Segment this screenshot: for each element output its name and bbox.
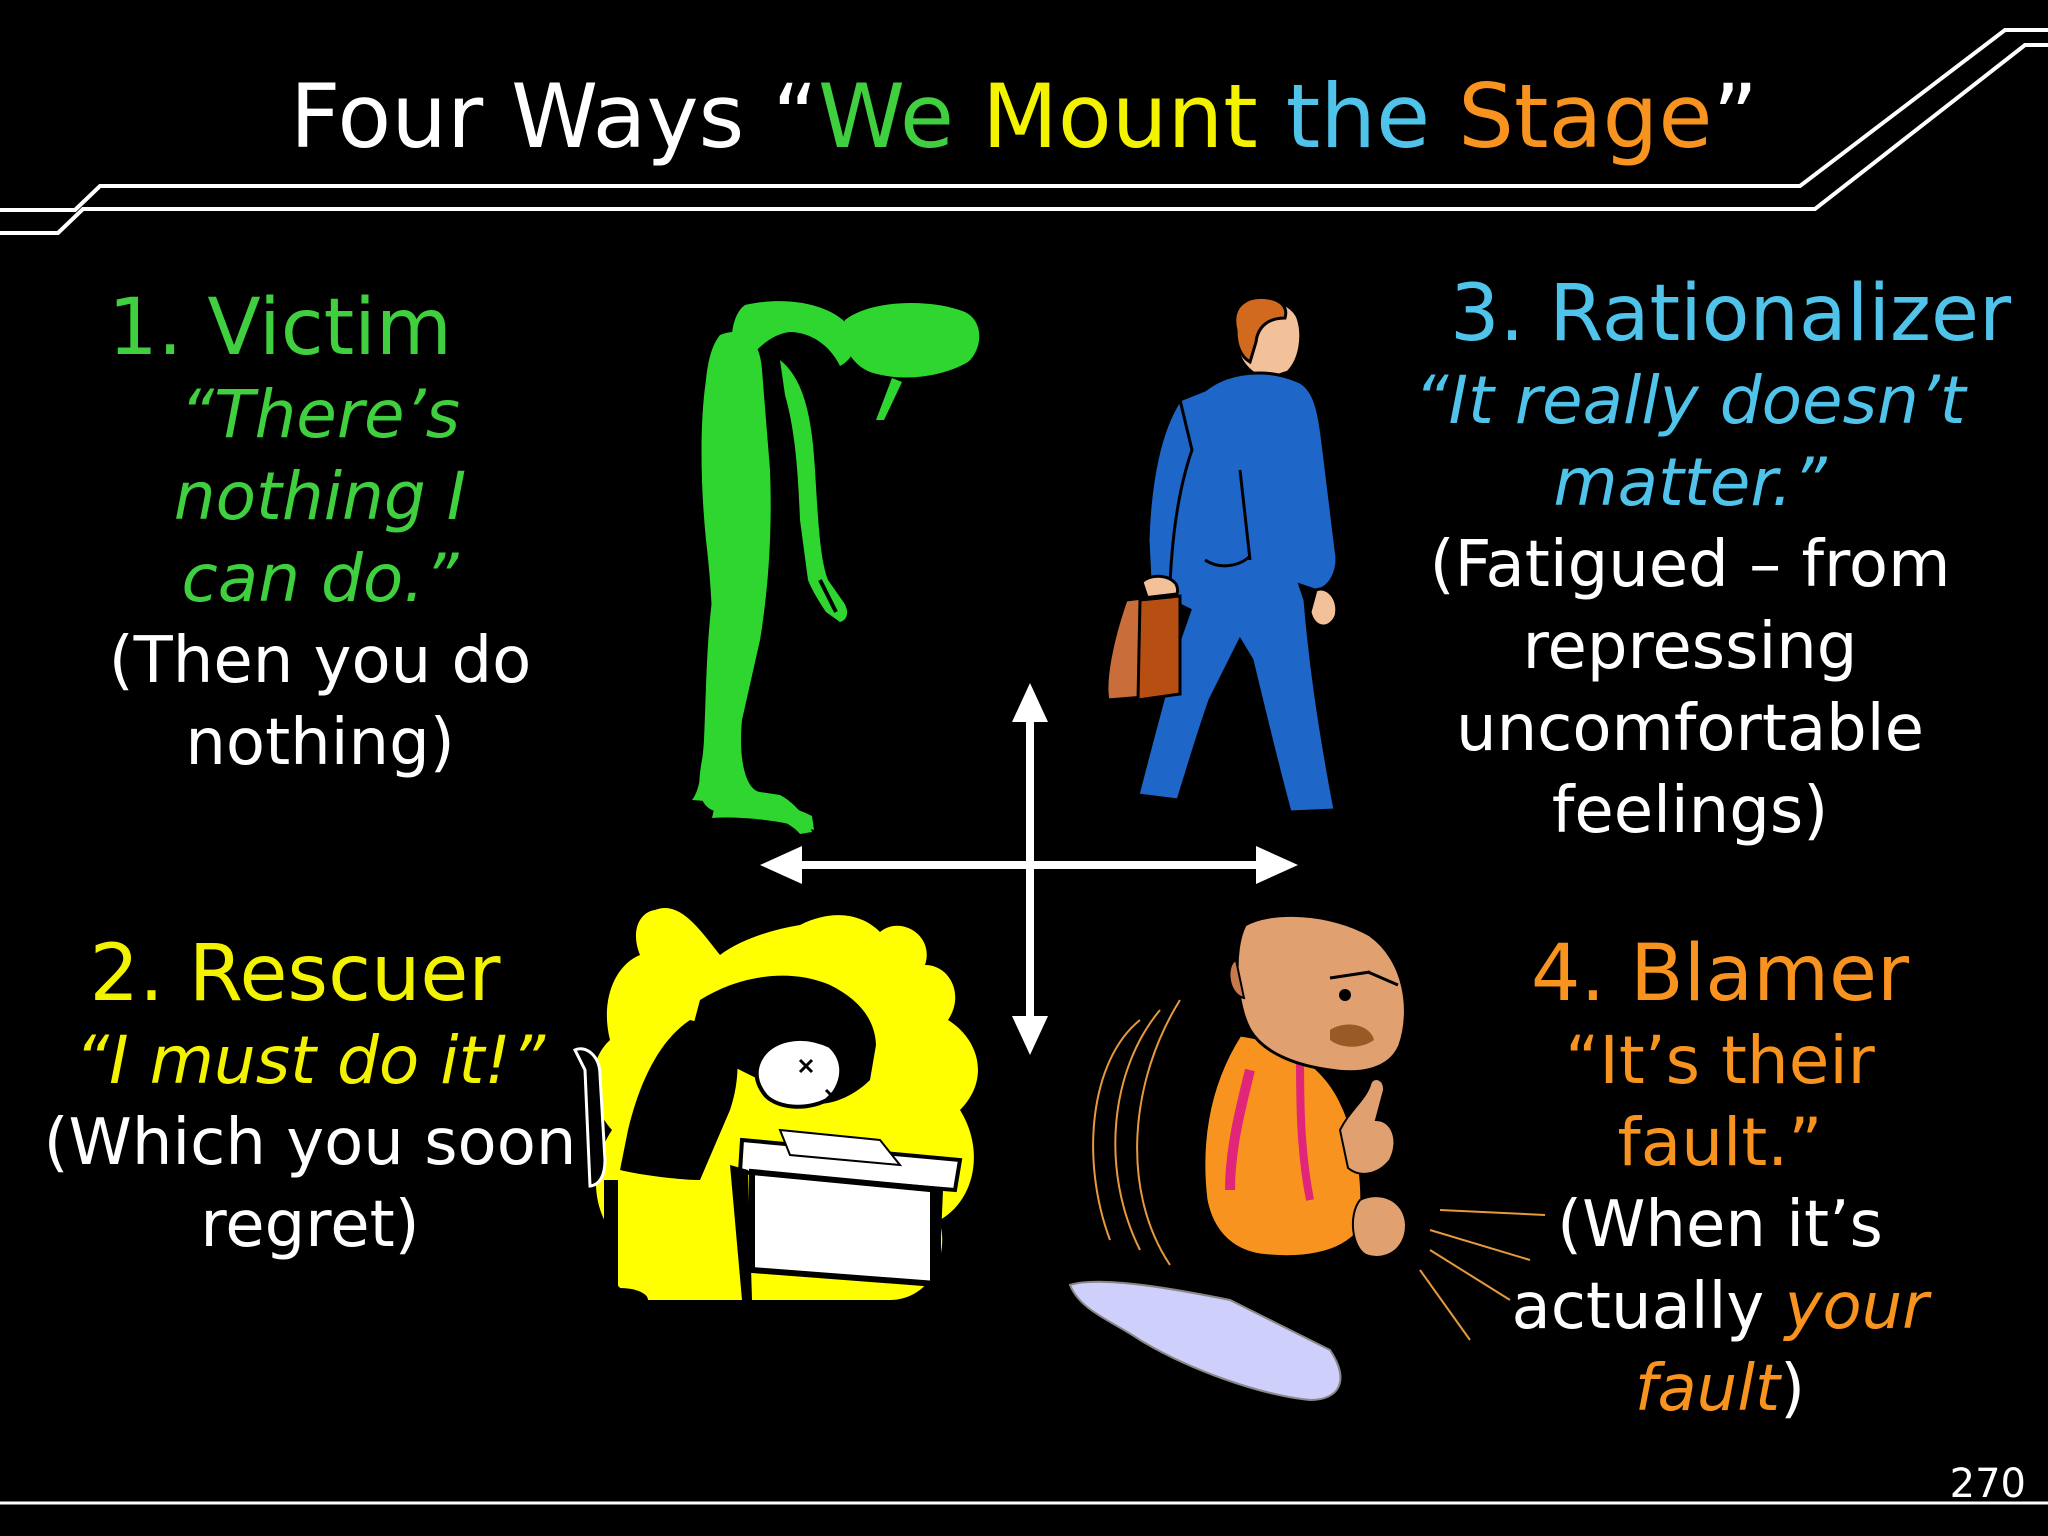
title-word-stage: Stage [1458,65,1713,168]
blamer-desc-line3: fault) [1460,1348,1980,1430]
rescuer-quote: “I must do it!” [74,1022,546,1099]
page-number: 270 [1949,1461,2026,1507]
blamer-desc-line2-em: your [1784,1270,1929,1344]
victim-quadrant: 1. Victim “There’s nothing I can do.” (T… [60,282,580,784]
blamer-desc-line1: (When it’s [1557,1188,1883,1262]
rationalizer-desc-line1: (Fatigued – from [1429,528,1951,602]
rationalizer-desc-line4: feelings) [1551,774,1829,848]
title-word-mount: Mount [981,65,1258,168]
blamer-figure-icon [1068,913,1546,1402]
rescuer-heading: 2. Rescuer [89,929,501,1019]
rationalizer-quote-line2: matter.” [1553,444,1827,521]
four-way-arrows-icon [760,683,1298,1055]
blamer-desc-line2: actually your [1460,1266,1980,1348]
rescuer-desc-line2: regret) [200,1188,420,1262]
blamer-quote: “It’s their fault.” [1565,1022,1875,1181]
title-suffix: ” [1712,65,1759,168]
title-prefix: Four Ways “ [289,65,818,168]
blamer-desc-line3-plain: ) [1780,1352,1806,1426]
victim-desc-line1: (Then you do [108,624,532,698]
title-word-we: We [817,65,954,168]
rationalizer-quadrant: 3. Rationalizer “It really doesn’t matte… [1410,268,2012,852]
rationalizer-quote-line1: “It really doesn’t [1414,362,1966,439]
blamer-quadrant: 4. Blamer “It’s their fault.” (When it’s… [1460,928,1980,1430]
victim-heading: 1. Victim [108,283,452,373]
victim-desc-line2: nothing) [185,706,455,780]
blamer-desc-line3-em: fault [1634,1352,1781,1426]
slide-title: Four Ways “We Mount the Stage” [0,62,2048,172]
rationalizer-desc-line2: repressing [1522,610,1858,684]
rescuer-figure-icon [572,908,978,1312]
rescuer-quadrant: 2. Rescuer “I must do it!” (Which you so… [40,928,580,1266]
blamer-desc-line2-plain: actually [1511,1270,1785,1344]
title-word-the: the [1285,65,1431,168]
blamer-heading: 4. Blamer [1530,929,1910,1019]
victim-quote-line2: can do.” [181,540,459,617]
victim-figure-icon [692,301,980,834]
rescuer-desc-line1: (Which you soon [43,1106,577,1180]
rationalizer-figure-icon [1105,295,1339,814]
victim-quote-line1: “There’s nothing I [173,376,467,535]
rationalizer-heading: 3. Rationalizer [1450,269,2012,359]
rationalizer-desc-line3: uncomfortable [1456,692,1924,766]
